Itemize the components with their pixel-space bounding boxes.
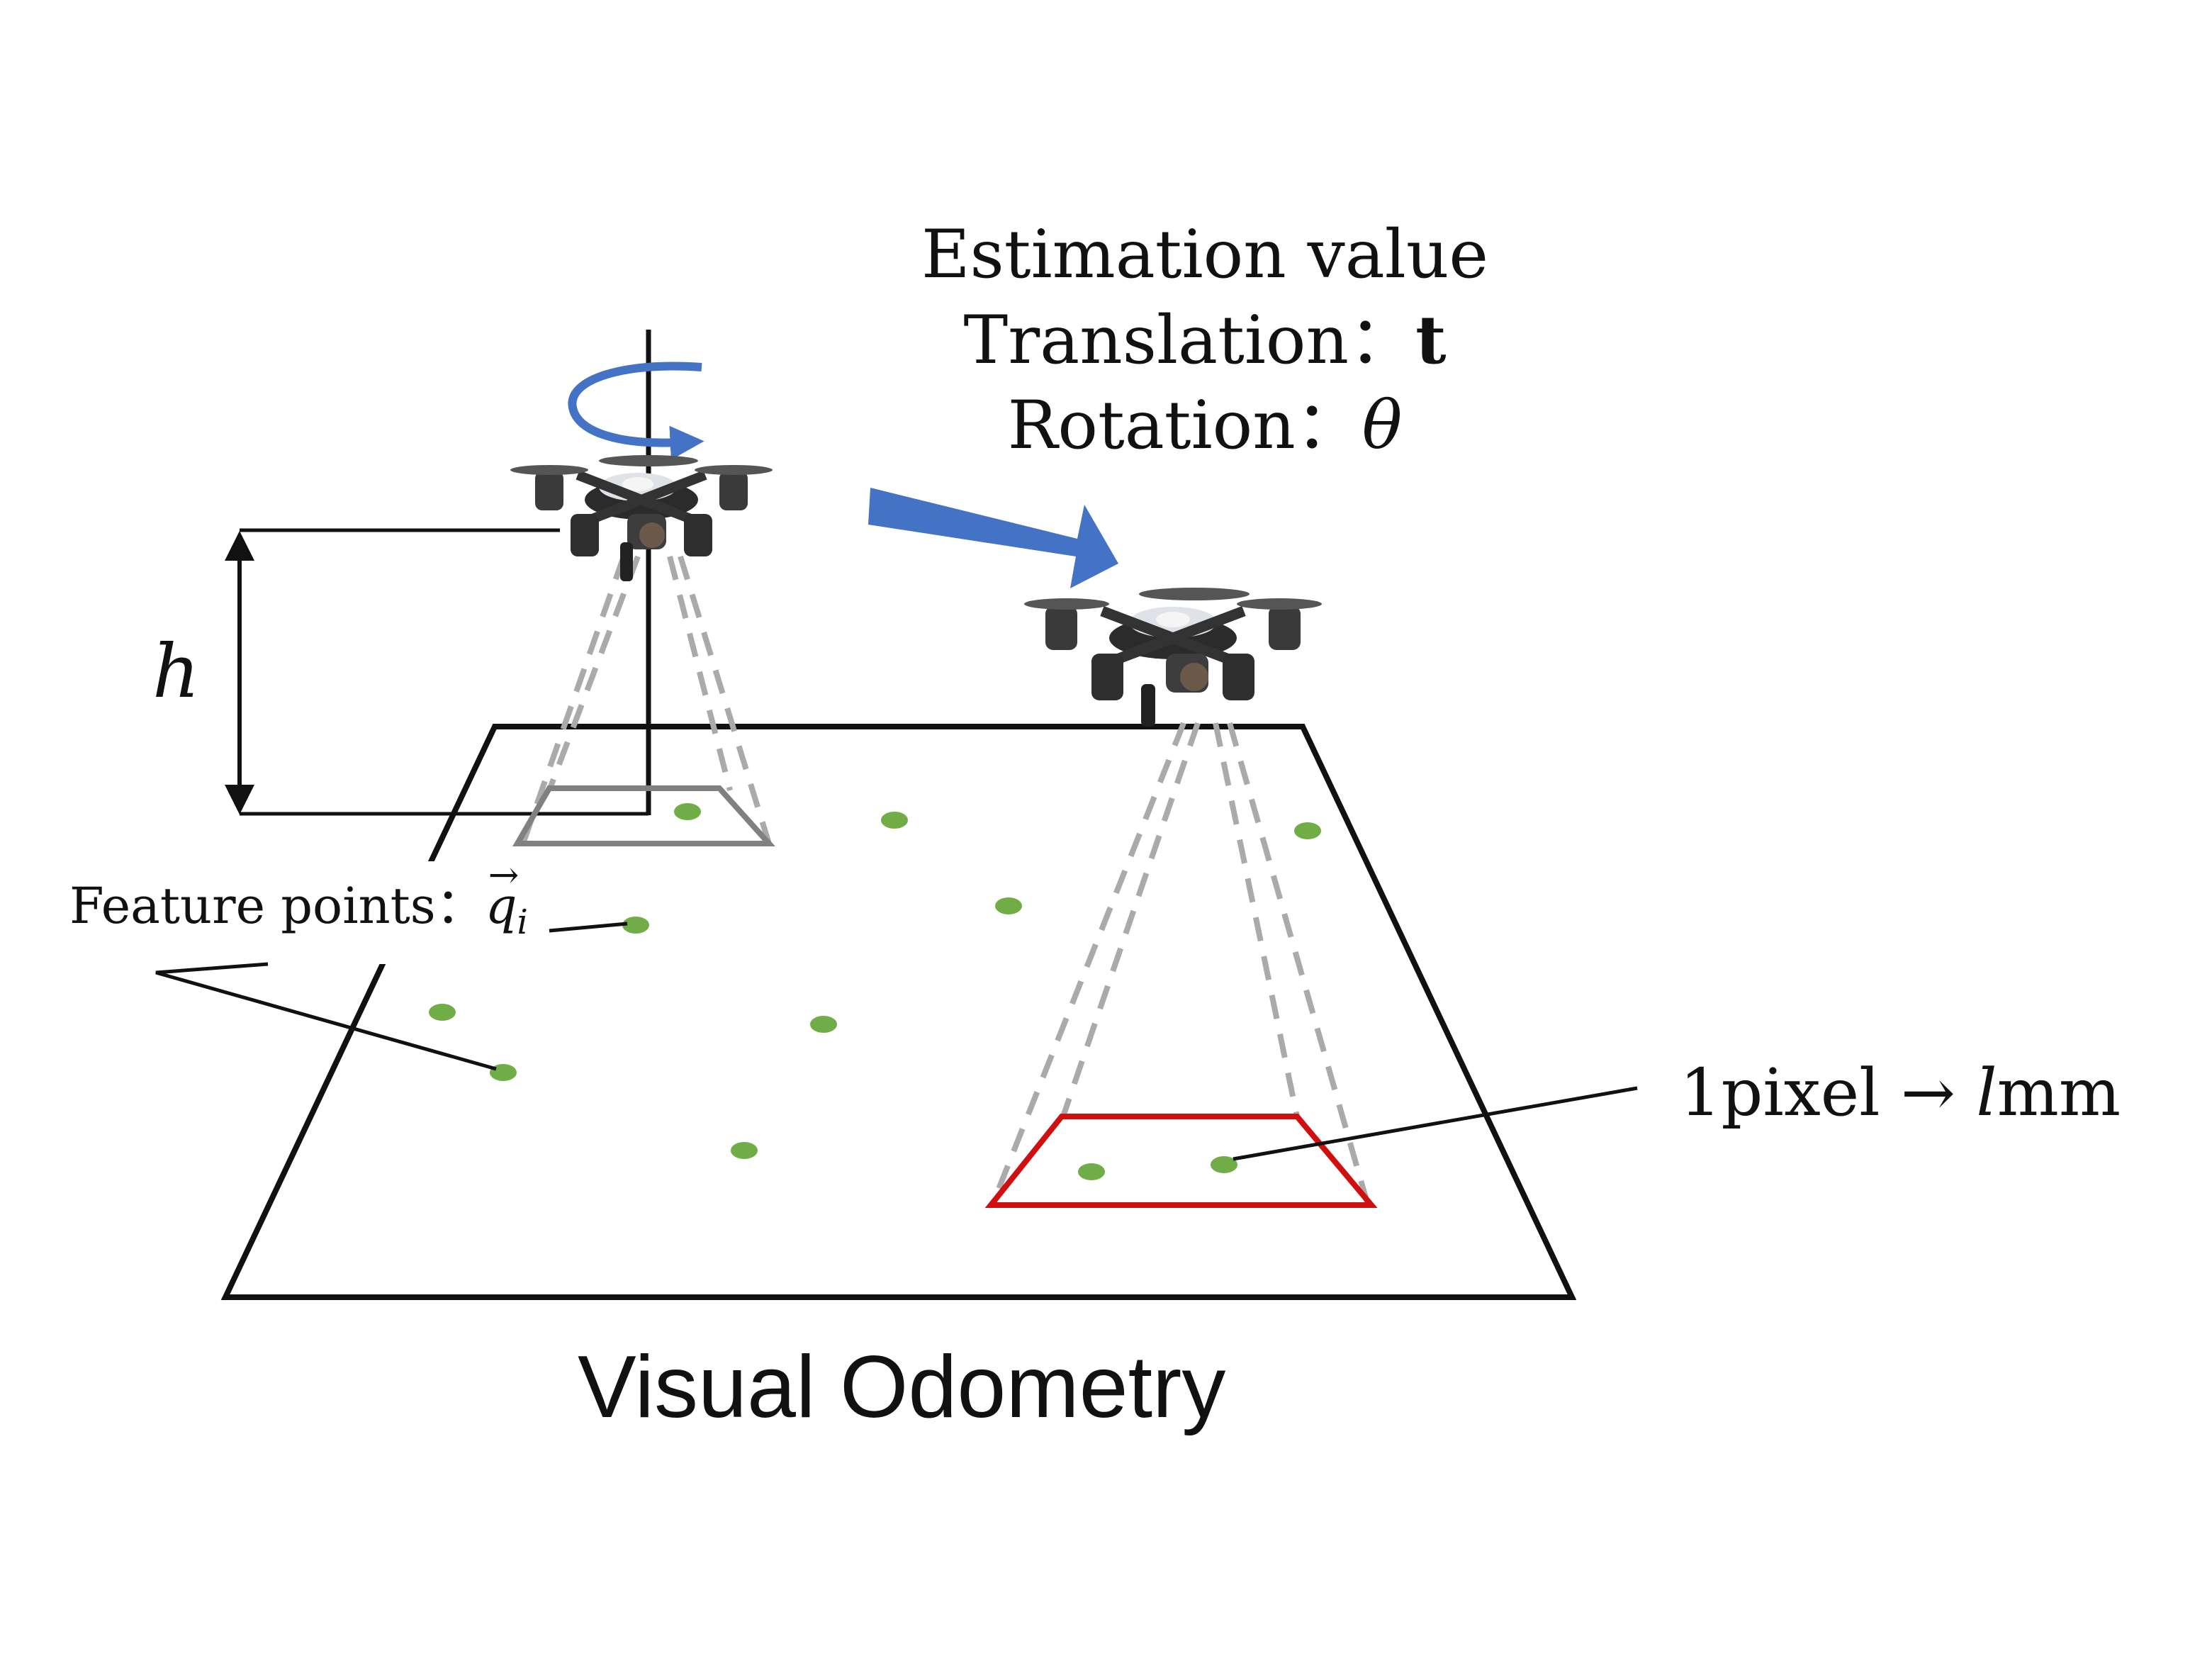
feature-point xyxy=(1294,822,1321,839)
height-label: h xyxy=(152,628,200,715)
feature-point xyxy=(810,1016,837,1033)
pixel-scale-label: 1pixel → lmm xyxy=(1680,1060,2121,1126)
drone-icon xyxy=(1024,588,1322,727)
camera-footprint-start xyxy=(512,785,775,846)
feature-point xyxy=(622,917,649,934)
pixel-scale-arrow: → xyxy=(1900,1055,1955,1131)
feature-point xyxy=(881,812,908,829)
camera-rays-start xyxy=(520,555,772,845)
label-backdrop xyxy=(369,861,560,964)
feature-points-subscript: i xyxy=(517,902,528,942)
estimation-block: Estimation value Translation：t Rotation：… xyxy=(780,213,1630,469)
rotation-symbol: θ xyxy=(1362,387,1403,464)
feature-points-symbol: →qi xyxy=(485,857,528,942)
motion-arrow-icon xyxy=(868,488,1118,588)
pixel-scale-unit: mm xyxy=(1997,1055,2121,1131)
feature-point xyxy=(731,1142,758,1159)
pixel-scale-prefix: 1pixel xyxy=(1680,1055,1880,1131)
translation-label: Translation xyxy=(963,302,1349,379)
drone-icon xyxy=(510,455,773,581)
pixel-leader-line xyxy=(1233,1086,1638,1161)
feature-points-text: Feature points xyxy=(69,877,436,935)
rotation-arrow-icon xyxy=(568,362,704,460)
feature-leader-lines xyxy=(155,922,628,1071)
translation-line: Translation：t xyxy=(780,298,1630,383)
translation-symbol: t xyxy=(1415,301,1447,379)
camera-footprint-end xyxy=(984,1114,1378,1208)
ground-plane xyxy=(220,724,1577,1300)
feature-points-var: q xyxy=(485,877,517,935)
feature-point xyxy=(1211,1156,1237,1173)
feature-point xyxy=(490,1064,517,1081)
estimation-title: Estimation value xyxy=(921,216,1489,293)
pixel-scale-var: l xyxy=(1976,1055,1997,1131)
feature-point xyxy=(674,803,701,820)
translation-separator: ： xyxy=(1349,302,1416,379)
feature-points-separator: ： xyxy=(435,877,485,935)
feature-points-label: Feature points：→qi xyxy=(69,857,528,942)
vector-arrow-icon: → xyxy=(488,854,520,897)
diagram-title: Visual Odometry xyxy=(578,1338,1226,1436)
camera-rays-end xyxy=(989,722,1371,1206)
feature-points xyxy=(429,803,1321,1180)
rotation-label: Rotation xyxy=(1007,387,1296,464)
feature-point xyxy=(429,1004,456,1021)
rotation-line: Rotation：θ xyxy=(780,383,1630,469)
feature-point xyxy=(995,897,1022,914)
rotation-separator: ： xyxy=(1295,387,1362,464)
feature-point xyxy=(1078,1163,1105,1180)
